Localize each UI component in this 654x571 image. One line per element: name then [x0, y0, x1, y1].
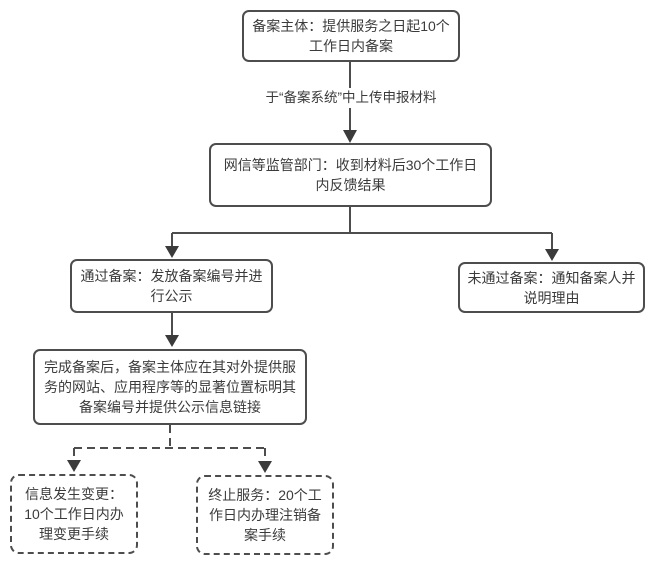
arrowhead-into-info-change — [67, 460, 81, 472]
node-info-change: 信息发生变更： 10个工作日内办 理变更手续 — [10, 474, 138, 554]
node-filing-subject-label: 备案主体：提供服务之日起10个 工作日内备案 — [252, 18, 450, 54]
node-info-change-label: 信息发生变更： 10个工作日内办 理变更手续 — [24, 486, 124, 542]
arrowhead-into-regulator — [343, 130, 357, 143]
arrowhead-into-obligation — [165, 335, 179, 347]
node-filing-approved-label: 通过备案：发放备案编号并进 行公示 — [80, 268, 263, 304]
node-post-filing-obligation-label: 完成备案后，备案主体应在其对外提供服 务的网站、应用程序等的显著位置标明其 备案… — [44, 359, 296, 415]
node-filing-rejected-label: 未通过备案：通知备案人并 说明理由 — [467, 269, 636, 306]
arrowhead-into-rejected — [545, 249, 559, 261]
node-filing-approved: 通过备案：发放备案编号并进 行公示 — [70, 259, 273, 313]
node-regulator-feedback: 网信等监管部门：收到材料后30个工作日 内反馈结果 — [209, 143, 492, 207]
node-filing-rejected: 未通过备案：通知备案人并 说明理由 — [458, 262, 645, 313]
arrowhead-into-approved — [165, 246, 179, 258]
edge-regulator-branch — [171, 207, 553, 250]
node-post-filing-obligation: 完成备案后，备案主体应在其对外提供服 务的网站、应用程序等的显著位置标明其 备案… — [33, 349, 307, 425]
edge-label-upload-materials: 于“备案系统”中上传申报材料 — [261, 88, 441, 108]
arrowhead-into-termination — [258, 461, 272, 473]
edge-obligation-branch-dashed — [73, 425, 266, 461]
node-filing-subject: 备案主体：提供服务之日起10个 工作日内备案 — [242, 10, 460, 62]
node-regulator-feedback-label: 网信等监管部门：收到材料后30个工作日 内反馈结果 — [223, 157, 478, 193]
node-service-termination-label: 终止服务：20个工 作日内办理注销备 案手续 — [208, 487, 322, 543]
node-service-termination: 终止服务：20个工 作日内办理注销备 案手续 — [196, 475, 334, 555]
